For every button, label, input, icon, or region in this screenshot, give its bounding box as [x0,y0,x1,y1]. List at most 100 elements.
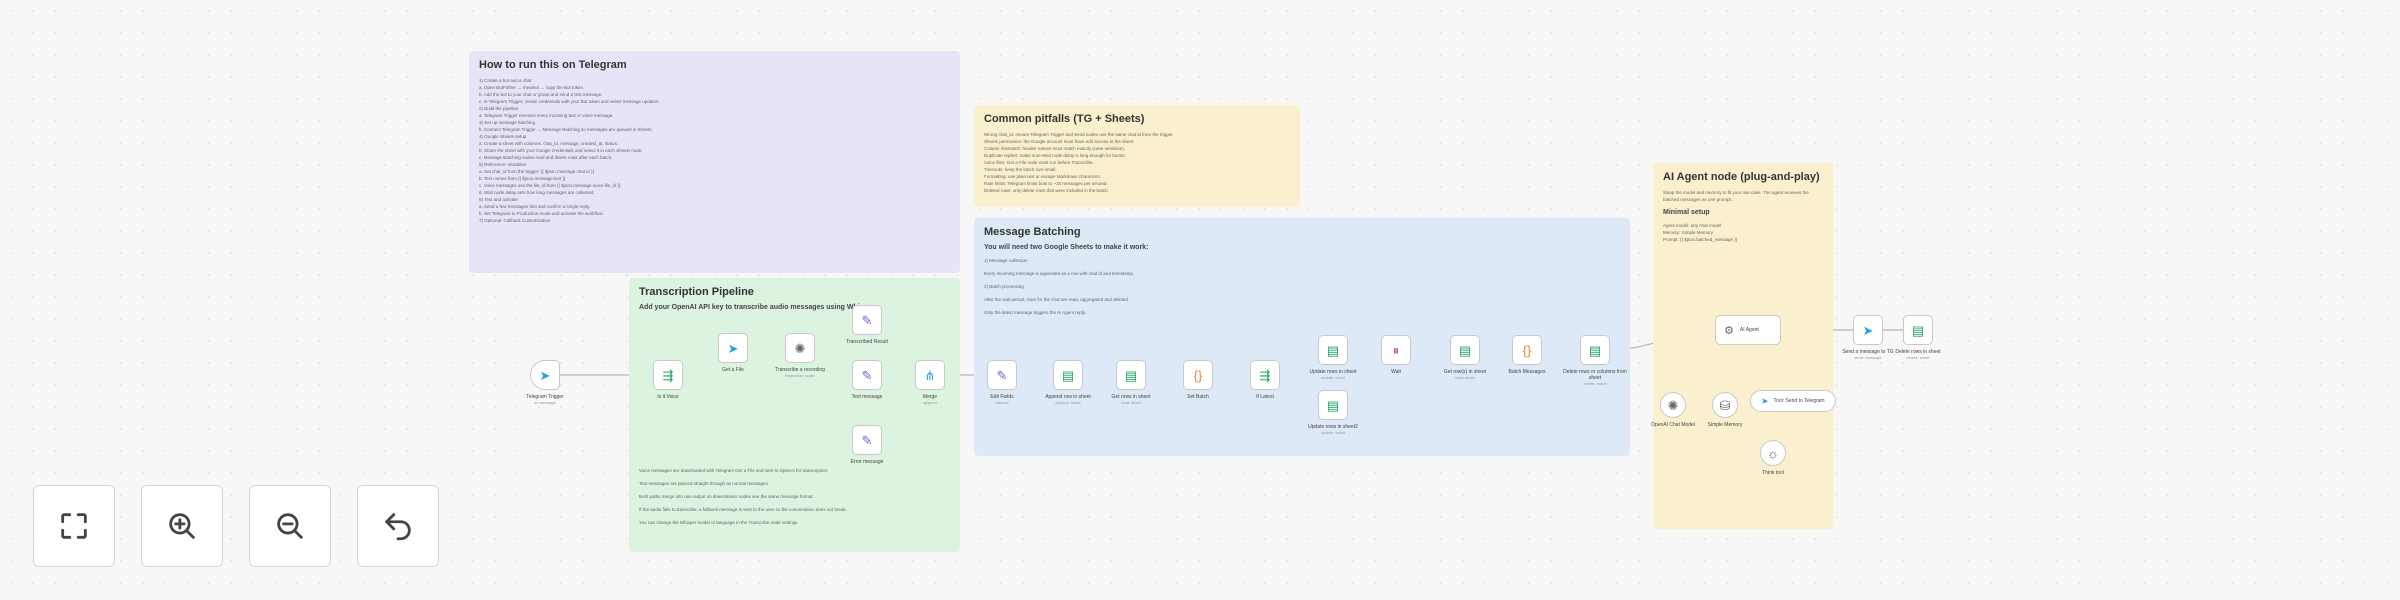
note-line: a. Set chat_id from the trigger: {{ $jso… [479,169,595,174]
lightbulb-icon: ☼ [1767,445,1779,461]
note-lines: Wrong chat_id: ensure Telegram Trigger a… [984,131,1290,194]
note-line: Duplicate replies: make sure Wait node d… [984,153,1126,158]
note-line: 2) Build the pipeline [479,106,519,111]
note-line: Voice files: Get a File node must run be… [984,160,1094,165]
node-label: Edit Fields manual [990,394,1014,405]
pencil-icon: ✎ [861,367,873,383]
google-sheets-icon: ▤ [1326,342,1340,358]
sticky-note-agent[interactable]: AI Agent node (plug-and-play) Swap the m… [1653,163,1833,529]
note-line: Deleted rows: only delete rows that were… [984,188,1109,193]
note-line: 1) Create a bot and a chat [479,78,532,83]
node-label: Transcribe a recording transcribe: audio [775,367,825,378]
node-chat-model[interactable]: ✺ [1660,392,1686,418]
note-line: Agent model: any chat model [1663,223,1722,228]
node-update-sheet[interactable]: ▤ [1318,335,1348,365]
note-line: Swap the model and memory to fit your us… [1663,190,1809,202]
google-sheets-icon: ▤ [1911,322,1925,338]
node-ai-agent[interactable]: ⚙ AI Agent [1715,315,1781,345]
node-label: Update rows in sheet update: sheet [1309,369,1357,380]
robot-icon: ⚙ [1724,324,1734,337]
pencil-icon: ✎ [996,367,1008,383]
node-memory[interactable]: ⛁ [1712,392,1738,418]
note-line: Wrong chat_id: ensure Telegram Trigger a… [984,132,1174,137]
note-line: Timeouts: keep the batch size small. [984,167,1057,172]
sticky-note-telegram[interactable]: How to run this on Telegram 1) Create a … [469,51,960,273]
note-line: 7) Optional: Callback Customization [479,218,551,223]
node-label: Delete rows in sheet delete: sheet [1895,349,1941,360]
note-line: Voice messages are downloaded with Teleg… [639,468,829,473]
zoom-in-icon [169,513,195,539]
note-lines: 1) Create a bot and a chat a. Open BotFa… [479,77,950,224]
node-get-file[interactable]: ➤ [718,333,748,363]
note-line: Prompt: {{ $json.batched_message }} [1663,237,1738,242]
node-label: Get rows in sheet read: sheet [1111,394,1151,405]
code-icon: {} [1522,342,1532,358]
node-merge[interactable]: ⋔ [915,360,945,390]
node-get-rows2[interactable]: ▤ [1450,335,1480,365]
note-line: d. Wait node delay sets how long message… [479,190,595,195]
reset-zoom-button[interactable] [357,485,439,567]
note-title: Common pitfalls (TG + Sheets) [984,113,1145,125]
node-edit-fields[interactable]: ✎ [987,360,1017,390]
note-line: b. Add the bot to your chat or group and… [479,92,603,97]
undo-icon [385,513,411,541]
node-text-message[interactable]: ✎ [852,360,882,390]
node-think-tool[interactable]: ☼ [1760,440,1786,466]
node-set-batch[interactable]: {} [1183,360,1213,390]
note-line: After the wait period, rows for the chat… [984,297,1130,302]
note-line: Every incoming message is appended as a … [984,271,1135,276]
node-label: If Latest [1256,394,1274,400]
note-line: c. Message Batching nodes read and delet… [479,155,613,160]
note-line: c. In Telegram Trigger, create credentia… [479,99,660,104]
node-transcribed-result[interactable]: ✎ [852,305,882,335]
zoom-out-icon [277,513,303,539]
fit-view-icon [61,513,87,539]
node-wait[interactable]: ⏸ [1381,335,1411,365]
node-label: Merge append [922,394,938,405]
node-append-sheet[interactable]: ▤ [1053,360,1083,390]
node-transcribe[interactable]: ✺ [785,333,815,363]
sticky-note-transcription[interactable]: Transcription Pipeline Add your OpenAI A… [629,278,960,552]
node-label: Wait [1391,369,1401,375]
node-label: Update rows in sheet2 update: sheet [1308,424,1358,435]
note-title: How to run this on Telegram [479,59,627,71]
google-sheets-icon: ▤ [1458,342,1472,358]
sticky-note-pitfalls[interactable]: Common pitfalls (TG + Sheets) Wrong chat… [974,105,1300,207]
node-if-latest[interactable]: ⇶ [1250,360,1280,390]
node-get-sheet[interactable]: ▤ [1116,360,1146,390]
pencil-icon: ✎ [861,432,873,448]
zoom-in-button[interactable] [141,485,223,567]
node-switch[interactable]: ⇶ [653,360,683,390]
note-line: Memory: Simple Memory [1663,230,1714,235]
note-line: Formatting: use plain text or escape Mar… [984,174,1102,179]
node-batch-messages[interactable]: {} [1512,335,1542,365]
note-line: Text messages are passed straight throug… [639,481,770,486]
node-label: Delete rows or columns from sheet delete… [1563,369,1627,386]
node-error-message[interactable]: ✎ [852,425,882,455]
node-send-message[interactable]: ➤ [1853,315,1883,345]
telegram-icon: ➤ [539,367,551,383]
note-line: a. Create a sheet with columns: chat_id,… [479,141,619,146]
zoom-out-button[interactable] [249,485,331,567]
node-telegram-trigger[interactable]: ➤ [530,360,560,390]
note-line: a. Send a few messages fast and confirm … [479,204,591,209]
note-subtitle: Minimal setup [1663,209,1710,216]
note-line: 4) Google Sheets setup [479,134,527,139]
database-icon: ⛁ [1719,397,1731,413]
node-label: Text message [851,394,883,400]
node-delete-row-final[interactable]: ▤ [1903,315,1933,345]
node-label: Simple Memory [1707,422,1743,428]
note-line: You can change the Whisper model or lang… [639,520,799,525]
note-title: Message Batching [984,226,1081,238]
fit-view-button[interactable] [33,485,115,567]
node-label: Append row in sheet append: sheet [1045,394,1091,405]
openai-icon: ✺ [794,340,806,356]
note-line: 1) Message collection [984,258,1028,263]
node-label: Think tool [1762,470,1784,476]
node-tool-telegram[interactable]: ➤ Tool: Send to Telegram [1750,390,1836,412]
node-label: Is it Voice [657,394,679,400]
node-delete-rows[interactable]: ▤ [1580,335,1610,365]
note-subtitle: Add your OpenAI API key to transcribe au… [639,304,875,311]
node-update-sheet2[interactable]: ▤ [1318,390,1348,420]
